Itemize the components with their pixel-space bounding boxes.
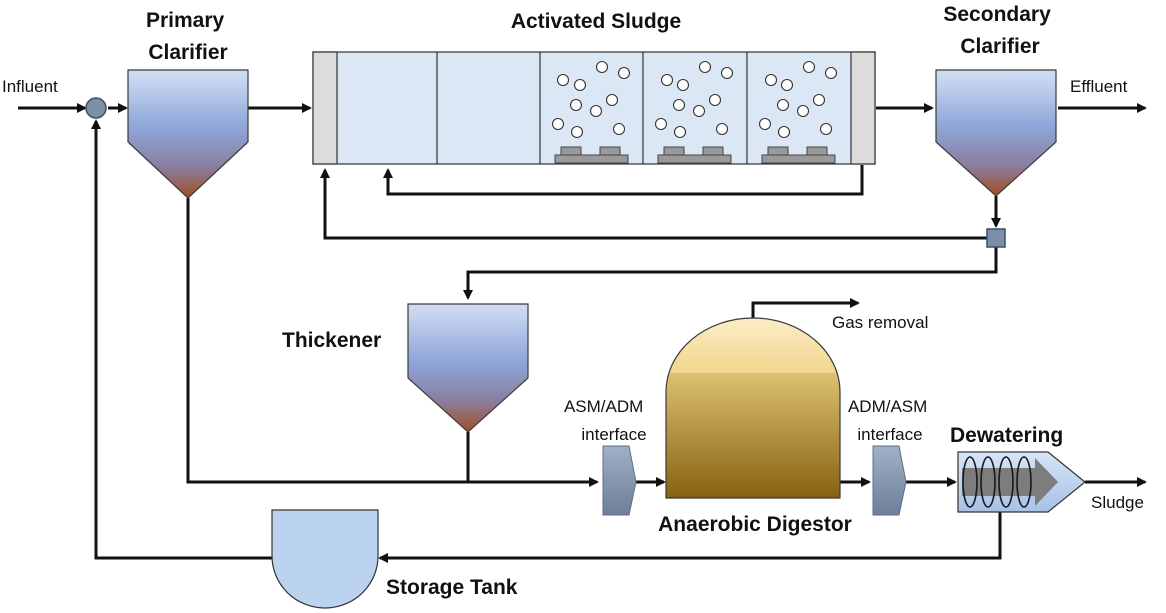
gas-removal-label: Gas removal xyxy=(832,313,928,332)
waste-sludge-line xyxy=(463,247,998,300)
gas-removal-line xyxy=(751,298,860,318)
activated-sludge-label: Activated Sludge xyxy=(511,10,681,33)
thickener-label: Thickener xyxy=(282,329,381,352)
aerator-diffuser xyxy=(554,146,629,164)
adm-asm-interface-block xyxy=(872,445,907,516)
anaerobic-digestor-tank xyxy=(665,317,841,499)
reject-water-line xyxy=(378,512,1002,563)
dewatering-arrow-icon xyxy=(962,458,1058,506)
effluent-label: Effluent xyxy=(1070,77,1128,96)
primary-clarifier-label: Primary Clarifier xyxy=(146,9,230,64)
asm-adm-interface-block xyxy=(602,445,637,516)
influent-junction-node xyxy=(85,97,107,119)
as-outlet-wall xyxy=(850,51,876,165)
secondary-clarifier-tank xyxy=(935,69,1057,197)
aerator-diffuser xyxy=(657,146,732,164)
primary-sludge-line xyxy=(186,198,599,487)
screw-spiral-icon xyxy=(962,456,1032,508)
air-bubbles xyxy=(551,60,838,139)
anaerobic-digestor-label: Anaerobic Digestor xyxy=(658,513,852,536)
aerator-diffuser xyxy=(761,146,836,164)
storage-return-line xyxy=(91,119,272,560)
as-inlet-wall xyxy=(312,51,338,165)
storage-tank-label: Storage Tank xyxy=(386,576,518,599)
asm-adm-interface-label: ASM/ADM interface xyxy=(564,397,648,444)
storage-tank xyxy=(271,509,379,609)
internal-recycle-line xyxy=(383,165,864,196)
activated-sludge-tank xyxy=(312,51,876,165)
dewatering-unit xyxy=(957,451,1086,513)
primary-clarifier-tank xyxy=(127,69,249,199)
return-sludge-line xyxy=(320,168,987,240)
sludge-splitter-node xyxy=(986,228,1006,248)
secondary-clarifier-label: Secondary Clarifier xyxy=(943,3,1056,58)
sludge-label: Sludge xyxy=(1091,493,1144,512)
dewatering-label: Dewatering xyxy=(950,424,1063,447)
thickener-tank xyxy=(407,303,529,433)
adm-asm-interface-label: ADM/ASM interface xyxy=(848,397,932,444)
influent-label: Influent xyxy=(2,77,58,96)
